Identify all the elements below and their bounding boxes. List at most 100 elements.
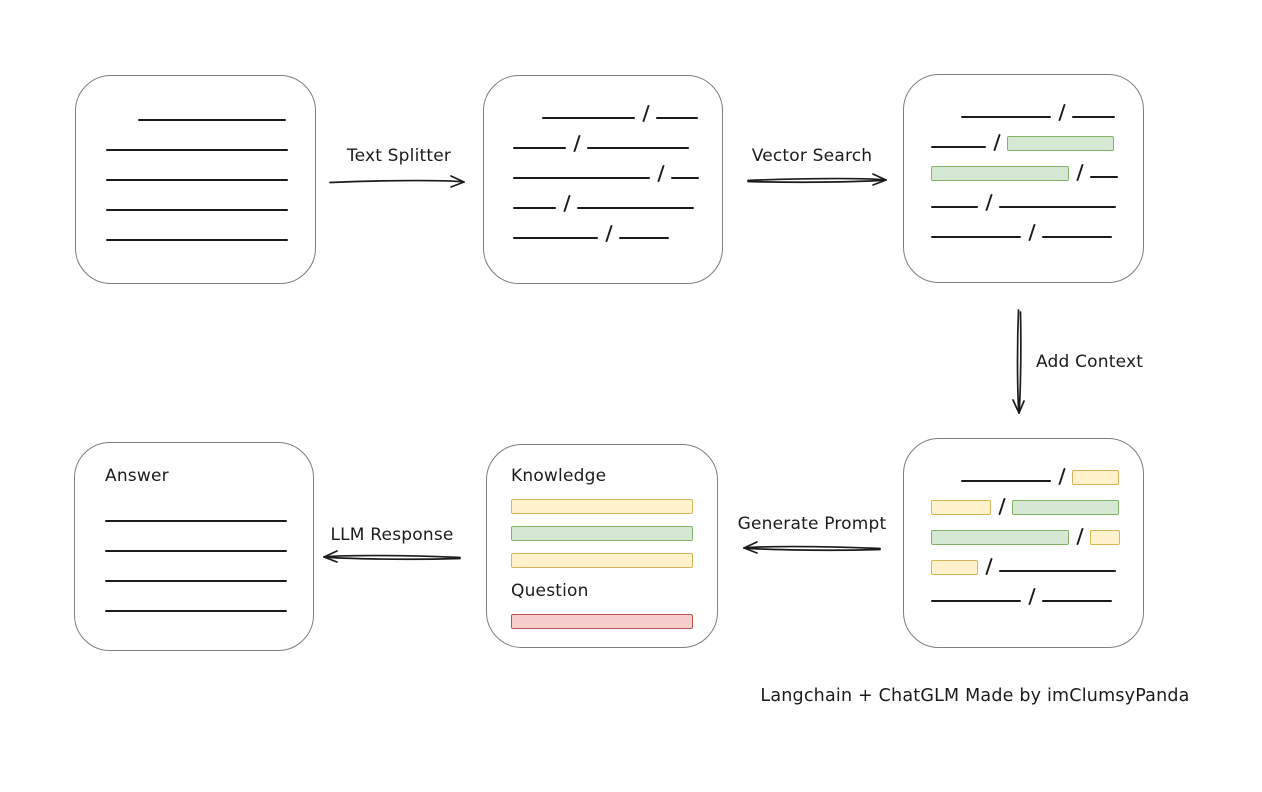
- slash-separator: [642, 105, 650, 122]
- text-line: [513, 207, 556, 209]
- text-row: [513, 195, 694, 212]
- slash-separator: [993, 134, 1001, 151]
- text-row: [931, 498, 1119, 515]
- text-line: [931, 236, 1021, 238]
- slash-separator: [573, 135, 581, 152]
- credit-text: Langchain + ChatGLM Made by imClumsyPand…: [760, 686, 1190, 706]
- text-line: [513, 237, 598, 239]
- text-row: [931, 558, 1116, 575]
- text-row: Knowledge: [511, 465, 606, 487]
- matched-chunk-bar-green: [511, 526, 693, 541]
- text-line: [542, 117, 635, 119]
- text-row: [542, 105, 698, 122]
- text-line: [931, 206, 978, 208]
- text-line: [105, 520, 287, 522]
- vector-match-box: [903, 74, 1144, 283]
- text-line: [931, 600, 1021, 602]
- text-row: [931, 528, 1120, 545]
- text-splitter-arrow-label: Text Splitter: [346, 146, 452, 166]
- slash-separator: [1058, 468, 1066, 485]
- generate-prompt-arrow: [743, 541, 881, 554]
- context-chunk-bar-yellow: [1090, 530, 1120, 545]
- text-row: [511, 526, 693, 541]
- split-text-box: [483, 75, 723, 284]
- text-line: [105, 580, 287, 582]
- text-line: [106, 179, 288, 181]
- context-box: [903, 438, 1144, 648]
- slash-separator: [1076, 528, 1084, 545]
- text-line: [961, 116, 1051, 118]
- text-row: [106, 239, 288, 244]
- text-line: [931, 146, 986, 148]
- text-line: [961, 480, 1051, 482]
- text-row: [931, 194, 1116, 211]
- add-context-arrow-label: Add Context: [1036, 352, 1144, 372]
- text-line: [587, 147, 689, 149]
- add-context-arrow: [1012, 309, 1025, 414]
- text-line: [999, 206, 1116, 208]
- text-row: [961, 104, 1115, 121]
- context-chunk-bar-yellow: [1072, 470, 1119, 485]
- text-line: [105, 610, 287, 612]
- text-line: [106, 209, 288, 211]
- text-line: [619, 237, 669, 239]
- slash-separator: [1058, 104, 1066, 121]
- source-document-box: [75, 75, 316, 284]
- slash-separator: [985, 194, 993, 211]
- text-row: [511, 553, 693, 568]
- text-line: [1042, 600, 1112, 602]
- text-row: [513, 225, 669, 242]
- answer-box: Answer: [74, 442, 314, 651]
- text-line: [671, 177, 699, 179]
- text-row: [511, 614, 693, 629]
- llm-response-arrow-label: LLM Response: [330, 525, 454, 545]
- text-row: [961, 468, 1119, 485]
- text-row: [105, 520, 287, 525]
- vector-search-arrow: [747, 173, 887, 186]
- text-row: [931, 588, 1112, 605]
- generate-prompt-arrow-label: Generate Prompt: [737, 514, 887, 534]
- slash-separator: [985, 558, 993, 575]
- text-row: Answer: [105, 465, 169, 487]
- context-chunk-bar-yellow: [511, 499, 693, 514]
- context-chunk-bar-yellow: [511, 553, 693, 568]
- text-row: [931, 134, 1114, 151]
- text-row: [106, 179, 288, 184]
- text-line: [106, 149, 288, 151]
- text-row: Question: [511, 580, 589, 602]
- llm-response-arrow: [323, 550, 461, 563]
- text-row: [106, 149, 288, 154]
- text-splitter-arrow: [329, 175, 465, 188]
- context-chunk-bar-yellow: [931, 500, 991, 515]
- text-line: [1042, 236, 1112, 238]
- text-row: [511, 499, 693, 514]
- text-line: [1090, 176, 1118, 178]
- question-label: Question: [511, 581, 589, 601]
- slash-separator: [657, 165, 665, 182]
- text-line: [656, 117, 698, 119]
- text-line: [138, 119, 286, 121]
- slash-separator: [605, 225, 613, 242]
- matched-chunk-bar-green: [931, 530, 1069, 545]
- text-line: [577, 207, 694, 209]
- slash-separator: [998, 498, 1006, 515]
- matched-chunk-bar-green: [931, 166, 1069, 181]
- text-row: [105, 580, 287, 585]
- text-row: [106, 209, 288, 214]
- answer-label: Answer: [105, 466, 169, 486]
- slash-separator: [1076, 164, 1084, 181]
- text-row: [513, 165, 699, 182]
- text-row: [513, 135, 689, 152]
- text-line: [513, 177, 650, 179]
- knowledge-label: Knowledge: [511, 466, 607, 486]
- slash-separator: [563, 195, 571, 212]
- text-line: [106, 239, 288, 241]
- context-chunk-bar-yellow: [931, 560, 978, 575]
- matched-chunk-bar-green: [1012, 500, 1119, 515]
- text-row: [105, 610, 287, 615]
- text-row: [931, 164, 1118, 181]
- text-line: [999, 570, 1116, 572]
- question-bar-red: [511, 614, 693, 629]
